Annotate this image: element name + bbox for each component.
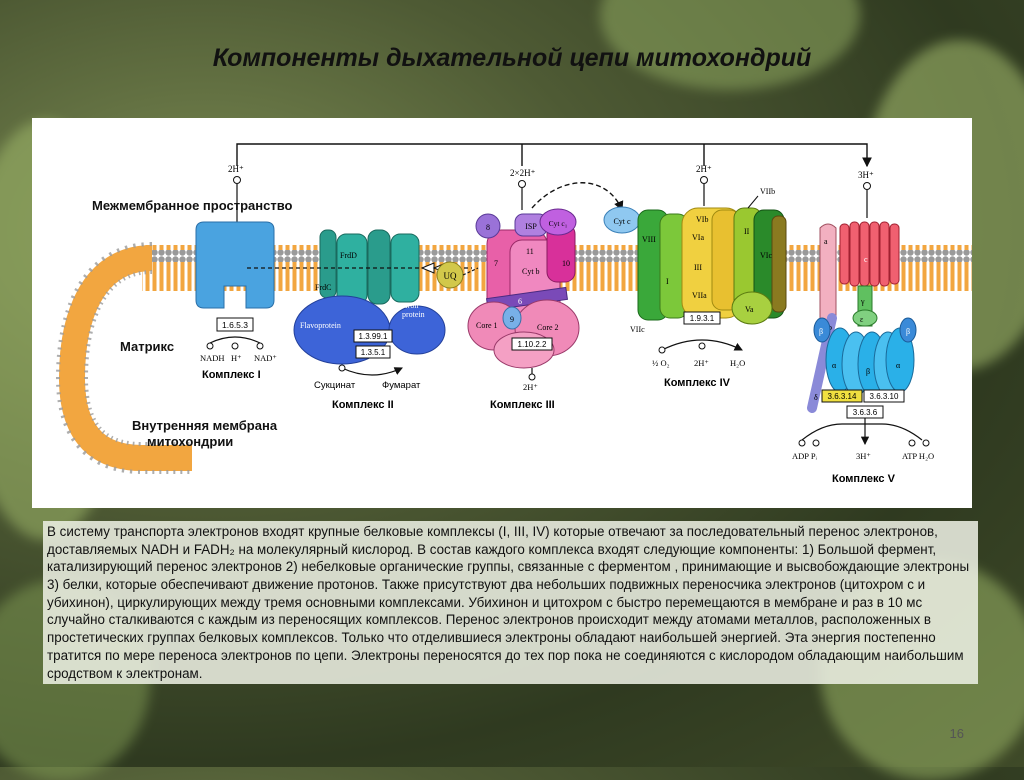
complex5-atp-h2o: ATP H₂O xyxy=(902,451,934,461)
inner-membrane-label-line1: Внутренняя мембрана xyxy=(132,418,278,433)
slide-title: Компоненты дыхательной цепи митохондрий xyxy=(212,44,812,72)
complex3-cytc1: Cyt c₁ xyxy=(549,219,568,228)
complex5-gamma: γ xyxy=(860,297,865,306)
complex-2: FrdD FrdC Flavoprotein Iron protein 1.3.… xyxy=(293,229,446,411)
complex3-cytb: Cyt b xyxy=(522,267,540,276)
complex5-adp-pi: ADP Pᵢ xyxy=(792,451,818,461)
complex5-beta-right: β xyxy=(906,327,910,336)
complex4-iii: III xyxy=(694,263,702,272)
complex2-frdc: FrdC xyxy=(315,283,331,292)
complex4-vic: VIc xyxy=(760,251,772,260)
complex2-name: Комплекс II xyxy=(332,399,394,411)
complex4-ii: II xyxy=(744,227,750,236)
complex4-viia: VIIa xyxy=(692,291,707,300)
complex1-nad: NAD⁺ xyxy=(254,353,277,363)
proton-bracket xyxy=(236,143,872,168)
complex3-isp: ISP xyxy=(525,222,537,231)
complex3-proton-label: 2×2H⁺ xyxy=(510,168,536,178)
complex2-flavoprotein: Flavoprotein xyxy=(300,321,341,330)
complex-4: 2H⁺ VIIb VIb VIa VIII III II VIc I VII xyxy=(630,164,787,389)
complex3-s6: 6 xyxy=(518,297,522,306)
complex-5: 3H⁺ a c b γ ε xyxy=(792,170,934,485)
complex5-name: Комплекс V xyxy=(832,473,896,485)
complex3-core2: Core 2 xyxy=(537,323,559,332)
cytc-label: Cyt c xyxy=(613,217,631,226)
complex4-name: Комплекс IV xyxy=(664,377,731,389)
complex5-alpha-right: α xyxy=(896,361,901,370)
ubiquinone: UQ xyxy=(436,261,479,289)
complex4-h-in: 2H⁺ xyxy=(694,358,709,368)
complex3-name: Комплекс III xyxy=(490,399,555,411)
page-number: 16 xyxy=(949,726,964,741)
complex5-ec2: 3.6.3.10 xyxy=(870,392,899,401)
complex2-frdd: FrdD xyxy=(340,251,357,260)
complex3-proton-bottom: 2H⁺ xyxy=(523,382,538,392)
complex1-name: Комплекс I xyxy=(202,369,261,381)
complex5-proton-label: 3H⁺ xyxy=(858,170,874,180)
respiratory-chain-diagram: Межмембранное пространство Матрикс Внутр… xyxy=(32,118,972,508)
complex2-protein: protein xyxy=(402,310,425,319)
complex1-h: H⁺ xyxy=(231,353,242,363)
description-paragraph: В систему транспорта электронов входят к… xyxy=(47,524,970,681)
complex4-ec: 1.9.3.1 xyxy=(690,314,715,323)
complex5-h-out: 3H⁺ xyxy=(856,451,871,461)
complex2-succinate: Сукцинат xyxy=(314,380,356,391)
complex4-viic: VIIc xyxy=(630,325,645,334)
complex5-a: a xyxy=(824,237,828,246)
complex4-o2: ½ O₂ xyxy=(652,358,670,368)
complex-3: 2×2H⁺ 8 ISP Cyt c₁ 7 Cyt b 10 11 6 xyxy=(467,168,624,411)
complex4-viib: VIIb xyxy=(760,187,775,196)
complex5-c: c xyxy=(864,255,868,264)
complex3-ec: 1.10.2.2 xyxy=(518,340,547,349)
inner-membrane-label-line2: митохондрии xyxy=(147,434,233,449)
complex2-fumarate: Фумарат xyxy=(382,380,421,391)
complex3-core1: Core 1 xyxy=(476,321,498,330)
complex5-ec1: 3.6.3.14 xyxy=(828,392,857,401)
intermembrane-space-label: Межмембранное пространство xyxy=(92,198,293,213)
uq-label: UQ xyxy=(444,271,457,281)
complex5-beta-center: β xyxy=(866,367,870,376)
complex5-beta-left: β xyxy=(819,327,823,336)
complex-1: 2H⁺ 1.6.5.3 NADH H⁺ NAD⁺ Комплекс I xyxy=(195,164,277,381)
complex1-nadh: NADH xyxy=(200,353,225,363)
complex2-ec2: 1.3.5.1 xyxy=(361,348,386,357)
complex4-i: I xyxy=(666,277,669,286)
complex2-ec1: 1.3.99.1 xyxy=(359,332,388,341)
complex3-s10: 10 xyxy=(562,259,570,268)
complex5-ec3: 3.6.3.6 xyxy=(853,408,878,417)
matrix-label: Матрикс xyxy=(120,339,174,354)
complex5-epsilon: ε xyxy=(860,315,864,324)
complex4-h2o: H₂O xyxy=(730,358,745,368)
complex3-s7: 7 xyxy=(494,259,498,268)
complex4-proton-label: 2H⁺ xyxy=(696,164,712,174)
complex4-va: Va xyxy=(745,305,754,314)
complex2-iron: Iron xyxy=(405,301,418,310)
complex4-via: VIa xyxy=(692,233,704,242)
complex1-ec-box: 1.6.5.3 xyxy=(222,320,248,330)
complex4-viii: VIII xyxy=(642,235,656,244)
complex4-vib: VIb xyxy=(696,215,708,224)
complex3-s11: 11 xyxy=(526,247,534,256)
complex5-alpha-left: α xyxy=(832,361,837,370)
complex3-s8: 8 xyxy=(486,223,490,232)
description-text-box: В систему транспорта электронов входят к… xyxy=(43,521,978,685)
complex3-s9: 9 xyxy=(510,315,514,324)
complex5-delta: δ xyxy=(814,393,818,402)
complex1-proton-label: 2H⁺ xyxy=(228,164,244,174)
